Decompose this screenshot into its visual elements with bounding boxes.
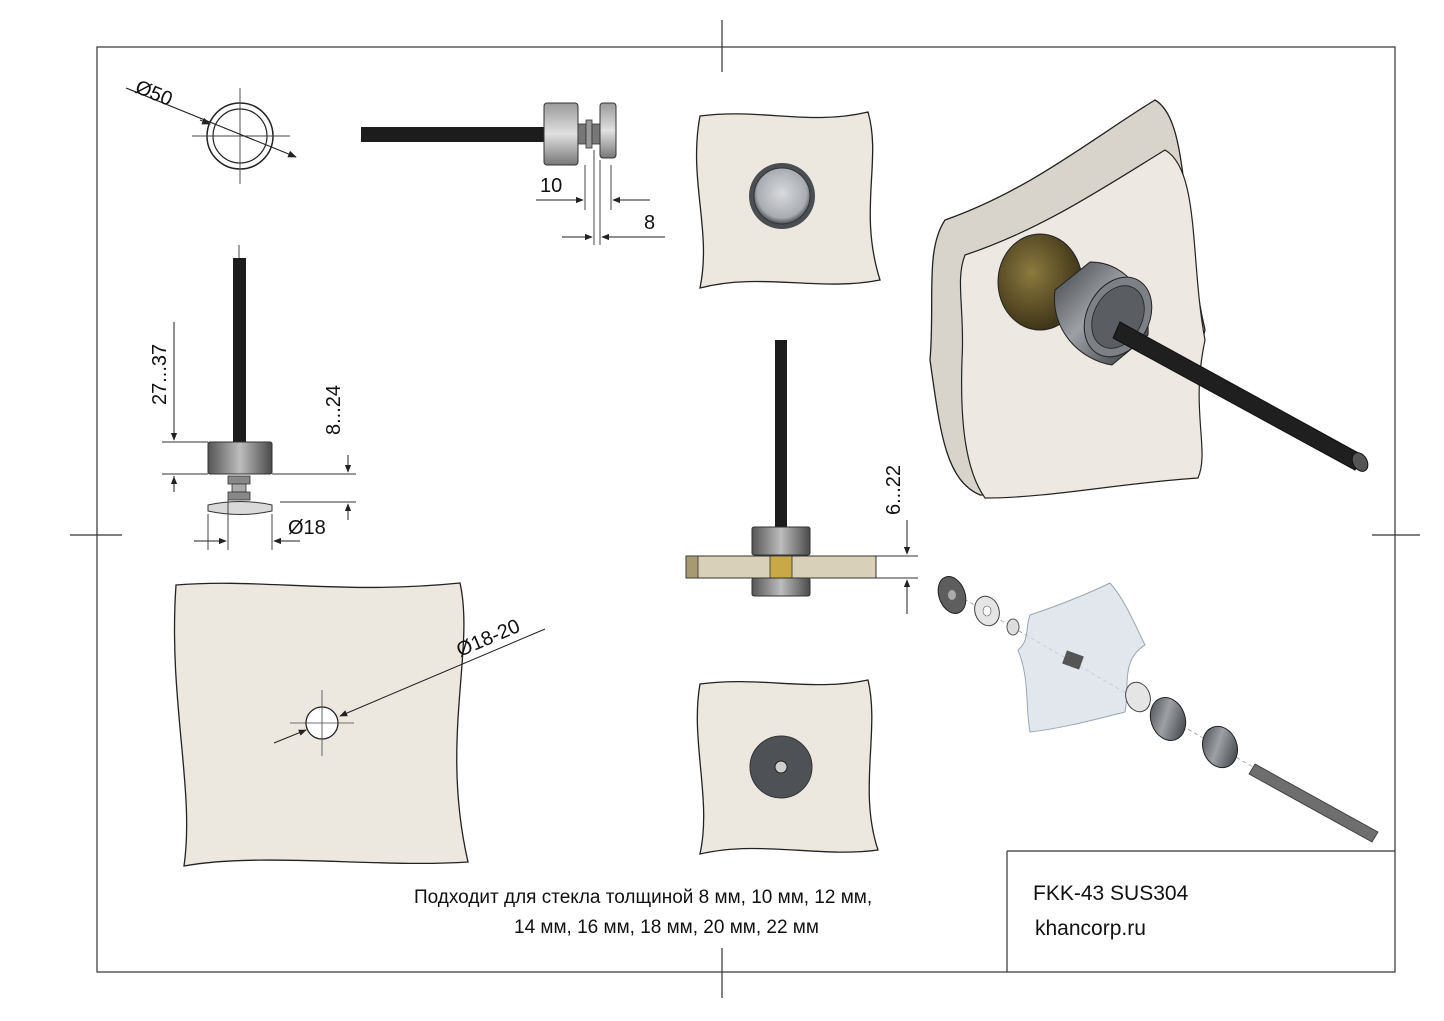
dim-cap-diameter: Ø18 bbox=[288, 517, 326, 539]
dim-glass-thickness: 6...22 bbox=[883, 465, 905, 515]
side-view-horizontal: 10 8 bbox=[361, 102, 665, 245]
isometric-assembled-view bbox=[929, 99, 1369, 499]
side-view-vertical: 27...37 8...24 Ø18 bbox=[149, 245, 356, 550]
glass-pane-top-view bbox=[695, 111, 881, 289]
mounted-section-view: 6...22 bbox=[685, 340, 918, 614]
title-block: FKK-43 SUS304 khancorp.ru bbox=[1033, 882, 1189, 940]
front-circle-view: Ø50 bbox=[125, 76, 297, 184]
glass-back-view bbox=[696, 679, 879, 855]
exploded-view bbox=[937, 576, 1379, 843]
dim-cap-height: 8...24 bbox=[323, 385, 345, 435]
dim-cap-thickness: 8 bbox=[644, 212, 655, 234]
note-line-2: 14 мм, 16 мм, 18 мм, 20 мм, 22 мм bbox=[514, 917, 819, 938]
dim-thread-length: 27...37 bbox=[149, 344, 171, 405]
sheet-frame bbox=[70, 20, 1420, 998]
note-line-1: Подходит для стекла толщиной 8 мм, 10 мм… bbox=[414, 887, 872, 908]
glass-hole-view: Ø18-20 bbox=[173, 582, 546, 867]
dim-outer-diameter: Ø50 bbox=[132, 76, 175, 111]
title-block-frame bbox=[1006, 850, 1395, 972]
website-label: khancorp.ru bbox=[1035, 917, 1146, 940]
dim-washer-thickness: 10 bbox=[540, 175, 562, 197]
compatibility-note: Подходит для стекла толщиной 8 мм, 10 мм… bbox=[414, 887, 872, 938]
model-label: FKK-43 SUS304 bbox=[1033, 882, 1189, 905]
